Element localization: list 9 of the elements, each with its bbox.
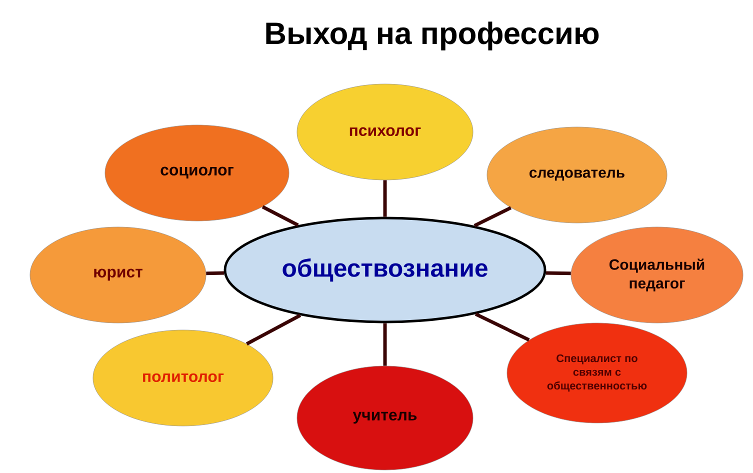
connector-line (383, 180, 387, 217)
title: Выход на профессию (266, 22, 599, 50)
connector-line (474, 312, 530, 342)
connector-line (383, 323, 387, 366)
connector-line (206, 271, 224, 276)
connector-line (474, 206, 512, 228)
connector-line (246, 314, 302, 346)
connector-line (262, 205, 299, 227)
connector-line (546, 271, 571, 276)
